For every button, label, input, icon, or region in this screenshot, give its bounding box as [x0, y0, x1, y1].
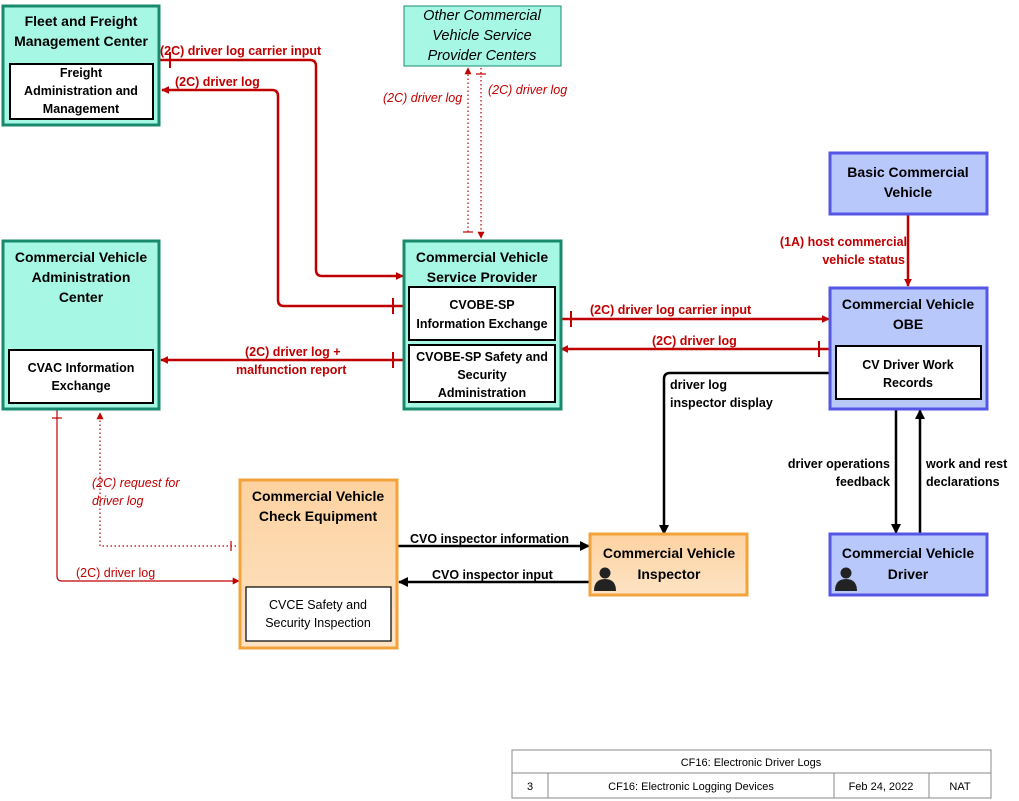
entity-cv-inspector[interactable]: Commercial Vehicle Inspector — [588, 532, 749, 597]
subsystem-box — [245, 586, 392, 642]
subsystem-label: CVOBE-SP Safety and — [416, 350, 548, 364]
entity-title: Check Equipment — [259, 508, 378, 524]
entity-title: Provider Centers — [428, 48, 537, 64]
subsystem-box — [9, 63, 154, 120]
flow-label: feedback — [836, 475, 890, 489]
entity-title: Commercial Vehicle — [842, 296, 975, 312]
flow-label: (2C) driver log carrier input — [160, 44, 322, 58]
entity-cv-check-equipment[interactable]: Commercial Vehicle Check Equipment CVCE … — [238, 478, 399, 650]
flow-ocvspc-cvsp-driver-log[interactable]: (2C) driver log — [476, 68, 567, 239]
entity-fleet-freight-management-center[interactable]: Fleet and Freight Management Center Frei… — [1, 4, 161, 127]
flow-cvac-cvce-driver-log[interactable]: (2C) driver log — [52, 408, 240, 585]
subsystem-label: Administration — [438, 386, 526, 400]
entity-title: Management Center — [14, 33, 148, 49]
flow-cvsp-ffmc-driver-log[interactable]: (2C) driver log — [161, 75, 403, 314]
flow-label: vehicle status — [822, 253, 905, 267]
flow-label: (2C) driver log — [175, 75, 260, 89]
person-icon — [835, 567, 857, 591]
entity-title: Inspector — [637, 566, 701, 582]
entity-basic-commercial-vehicle[interactable]: Basic Commercial Vehicle — [828, 151, 989, 216]
flow-cvobe-driver-feedback[interactable]: driver operations feedback — [788, 409, 901, 534]
subsystem-box — [835, 345, 982, 400]
entity-title: Commercial Vehicle — [416, 249, 549, 265]
entity-title: Commercial Vehicle — [15, 249, 148, 265]
flow-label: work and rest — [925, 457, 1008, 471]
subsystem-label: CVCE Safety and — [269, 598, 367, 612]
flow-label: CVO inspector information — [410, 532, 569, 546]
flow-cvsp-cvobe-carrier-input[interactable]: (2C) driver log carrier input — [560, 303, 830, 327]
flow-cvce-inspector-information[interactable]: CVO inspector information — [398, 532, 590, 551]
title-block-title: CF16: Electronic Driver Logs — [681, 757, 822, 769]
flow-label: (2C) driver log — [383, 91, 462, 105]
flow-label: malfunction report — [236, 363, 347, 377]
subsystem-label: CVAC Information — [28, 361, 135, 375]
flow-driver-cvobe-declarations[interactable]: work and rest declarations — [915, 409, 1008, 533]
flow-cvobe-inspector-display[interactable]: driver log inspector display — [659, 371, 831, 535]
entity-title: Center — [59, 289, 104, 305]
entity-title: Driver — [888, 566, 929, 582]
flow-label: (2C) driver log carrier input — [590, 303, 752, 317]
flow-cvsp-ocvspc-driver-log[interactable]: (2C) driver log — [383, 67, 473, 233]
subsystem-label: Security — [457, 368, 506, 382]
entity-title: Commercial Vehicle — [842, 545, 975, 561]
subsystem-box — [408, 286, 556, 341]
subsystem-label: Exchange — [51, 379, 110, 393]
flow-label: driver log — [670, 378, 727, 392]
flow-label: driver log — [92, 494, 143, 508]
flow-cvsp-cvac-driver-log-malfunction[interactable]: (2C) driver log + malfunction report — [160, 345, 403, 377]
subsystem-label: Management — [43, 102, 120, 116]
entity-title: Fleet and Freight — [25, 13, 138, 29]
flow-label: inspector display — [670, 396, 773, 410]
flow-cvobe-cvsp-driver-log[interactable]: (2C) driver log — [560, 334, 829, 357]
entity-title: Other Commercial — [423, 8, 541, 24]
subsystem-label: CVOBE-SP — [449, 298, 514, 312]
flow-label: (2C) driver log — [652, 334, 737, 348]
flow-label: CVO inspector input — [432, 568, 554, 582]
flow-label: (2C) driver log — [76, 566, 155, 580]
subsystem-label: Information Exchange — [416, 317, 547, 331]
flow-label: (1A) host commercial — [780, 235, 907, 249]
flow-cvce-cvac-request[interactable]: (2C) request for driver log — [92, 412, 240, 551]
title-block-name: CF16: Electronic Logging Devices — [608, 781, 774, 793]
subsystem-label: Records — [883, 376, 933, 390]
entity-title: Vehicle Service — [432, 28, 531, 44]
subsystem-label: Security Inspection — [265, 616, 371, 630]
flow-inspector-cvce-input[interactable]: CVO inspector input — [398, 568, 590, 587]
flow-bcv-cvobe-host-status[interactable]: (1A) host commercial vehicle status — [780, 214, 912, 287]
entity-title: Administration — [32, 269, 131, 285]
title-block-date: Feb 24, 2022 — [849, 781, 914, 793]
entity-title: Commercial Vehicle — [252, 488, 385, 504]
flow-ffmc-cvsp-carrier-input[interactable]: (2C) driver log carrier input — [160, 44, 404, 280]
entity-cv-driver[interactable]: Commercial Vehicle Driver — [828, 532, 989, 597]
title-block-scope: NAT — [949, 781, 970, 793]
flow-label: driver operations — [788, 457, 890, 471]
title-block: CF16: Electronic Driver Logs 3 CF16: Ele… — [511, 749, 992, 799]
flow-label: (2C) driver log + — [245, 345, 341, 359]
entity-title: OBE — [893, 316, 923, 332]
entity-title: Basic Commercial — [847, 164, 968, 180]
person-icon — [594, 567, 616, 591]
flow-label: (2C) request for — [92, 476, 180, 490]
subsystem-label: Freight — [60, 66, 103, 80]
entity-cv-obe[interactable]: Commercial Vehicle OBE CV Driver Work Re… — [828, 286, 989, 411]
subsystem-label: Administration and — [24, 84, 138, 98]
entity-cv-service-provider[interactable]: Commercial Vehicle Service Provider CVOB… — [402, 239, 563, 411]
entity-title: Vehicle — [884, 184, 932, 200]
entity-other-cvsp-centers[interactable]: Other Commercial Vehicle Service Provide… — [403, 5, 562, 67]
title-block-number: 3 — [527, 781, 533, 793]
entity-title: Commercial Vehicle — [603, 545, 736, 561]
flow-label: declarations — [926, 475, 1000, 489]
subsystem-label: CV Driver Work — [862, 358, 954, 372]
subsystem-box — [8, 349, 154, 404]
entity-title: Service Provider — [427, 269, 538, 285]
entity-cv-administration-center[interactable]: Commercial Vehicle Administration Center… — [1, 239, 161, 411]
subsystem-box — [408, 344, 556, 403]
flow-label: (2C) driver log — [488, 83, 567, 97]
